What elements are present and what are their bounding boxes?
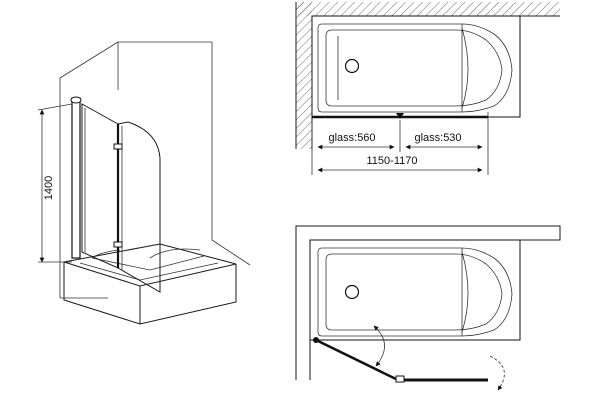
plan-top-closed: glass:560 glass:530 1150-1170 [295, 2, 560, 175]
bathtub-plan-top [311, 15, 521, 118]
plan-bottom-open [295, 225, 561, 391]
bath-screen-iso [70, 96, 161, 293]
glass-right-label: glass:530 [414, 132, 461, 144]
overall-width-label: 1150-1170 [367, 155, 418, 167]
room-walls [59, 41, 251, 299]
glass-closed [312, 112, 489, 175]
isometric-view: 1400 [37, 41, 251, 325]
swing-arrows [373, 325, 505, 391]
glass-left-label: glass:560 [328, 132, 375, 144]
wall-hatched [295, 2, 560, 149]
bathtub-plan-bottom [309, 239, 521, 341]
height-label: 1400 [43, 176, 55, 200]
glass-open [313, 337, 488, 383]
height-dimension: 1400 [37, 103, 73, 263]
glass-dimensions: glass:560 glass:530 1150-1170 [311, 120, 483, 175]
